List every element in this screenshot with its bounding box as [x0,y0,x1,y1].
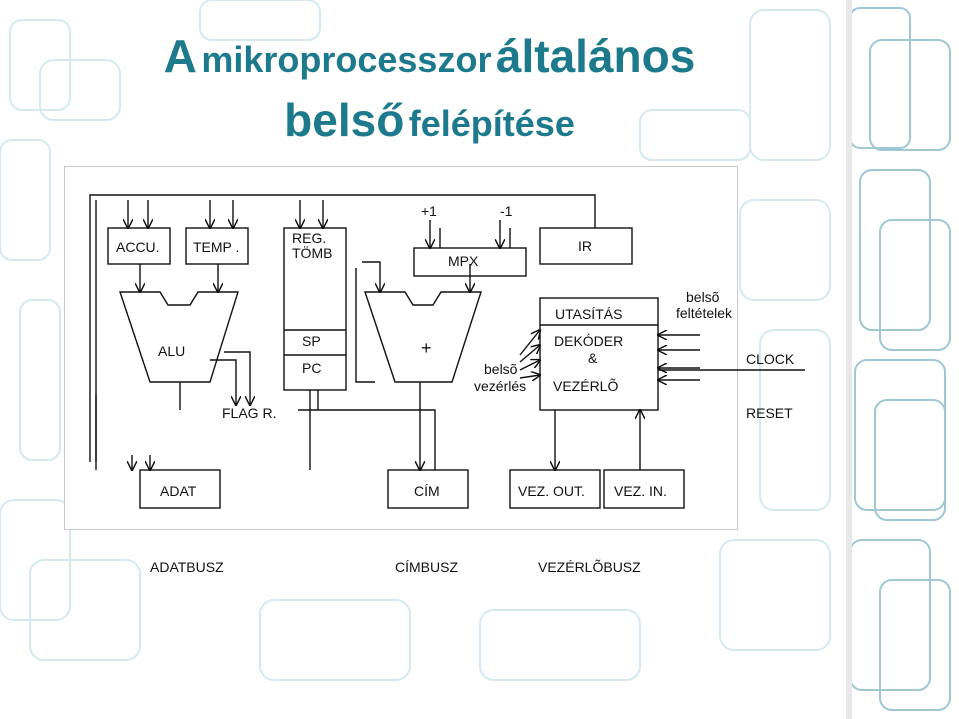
label-ir: IR [578,238,592,254]
vez-out-box [509,469,601,509]
label-cim: CÍM [414,483,440,499]
ir-box [539,227,633,265]
alu-shape [119,291,239,383]
label-adat: ADAT [160,483,197,499]
label-clock: CLOCK [746,351,795,367]
slide-title: A mikroprocesszor általános belső felépí… [0,30,859,158]
label-pc: PC [302,360,321,376]
adder-shape [364,291,482,383]
label-belso-vez1: belsõ [484,361,518,377]
label-belso-vez2: vezérlés [474,378,526,394]
title-word-felepitese: felépítése [408,103,575,144]
label-vezerlobusz: VEZÉRLÕBUSZ [538,559,641,575]
label-vez-out: VEZ. OUT. [518,483,585,499]
adat-box [139,469,221,509]
label-cimbusz: CÍMBUSZ [395,559,458,575]
label-flag: FLAG R. [222,405,276,421]
label-alu: ALU [158,343,185,359]
label-temp: TEMP . [193,239,239,255]
title-word-altalanos: általános [495,30,696,82]
label-minus1: -1 [500,203,513,219]
label-plus: + [421,338,432,358]
accu-box [107,227,171,265]
title-word-belso: belső [284,94,405,146]
label-reg2: TÖMB [292,244,332,261]
temp-box [185,227,249,265]
label-sp: SP [302,333,321,349]
internal-bus-outer [89,194,596,462]
label-reset: RESET [746,405,793,421]
label-belso-felt2: feltételek [676,305,733,321]
title-word-a: A [163,30,197,82]
label-vez-in: VEZ. IN. [614,483,667,499]
vez-in-box [603,469,685,509]
label-adatbusz: ADATBUSZ [150,559,224,575]
label-vezerlo: VEZÉRLÕ [553,378,618,394]
title-word-mikroprocesszor: mikroprocesszor [201,39,492,80]
label-amp: & [588,350,598,366]
label-plus1: +1 [421,203,437,219]
label-accu: ACCU. [116,239,160,255]
label-reg1: REG. [292,230,326,246]
reg-tomb-box [283,227,347,391]
label-belso-felt1: belsõ [686,289,720,305]
label-dekoder: DEKÓDER [554,333,623,349]
label-mpx: MPX [448,253,479,269]
cim-box [387,469,469,509]
label-utasitas: UTASÍTÁS [555,306,622,322]
